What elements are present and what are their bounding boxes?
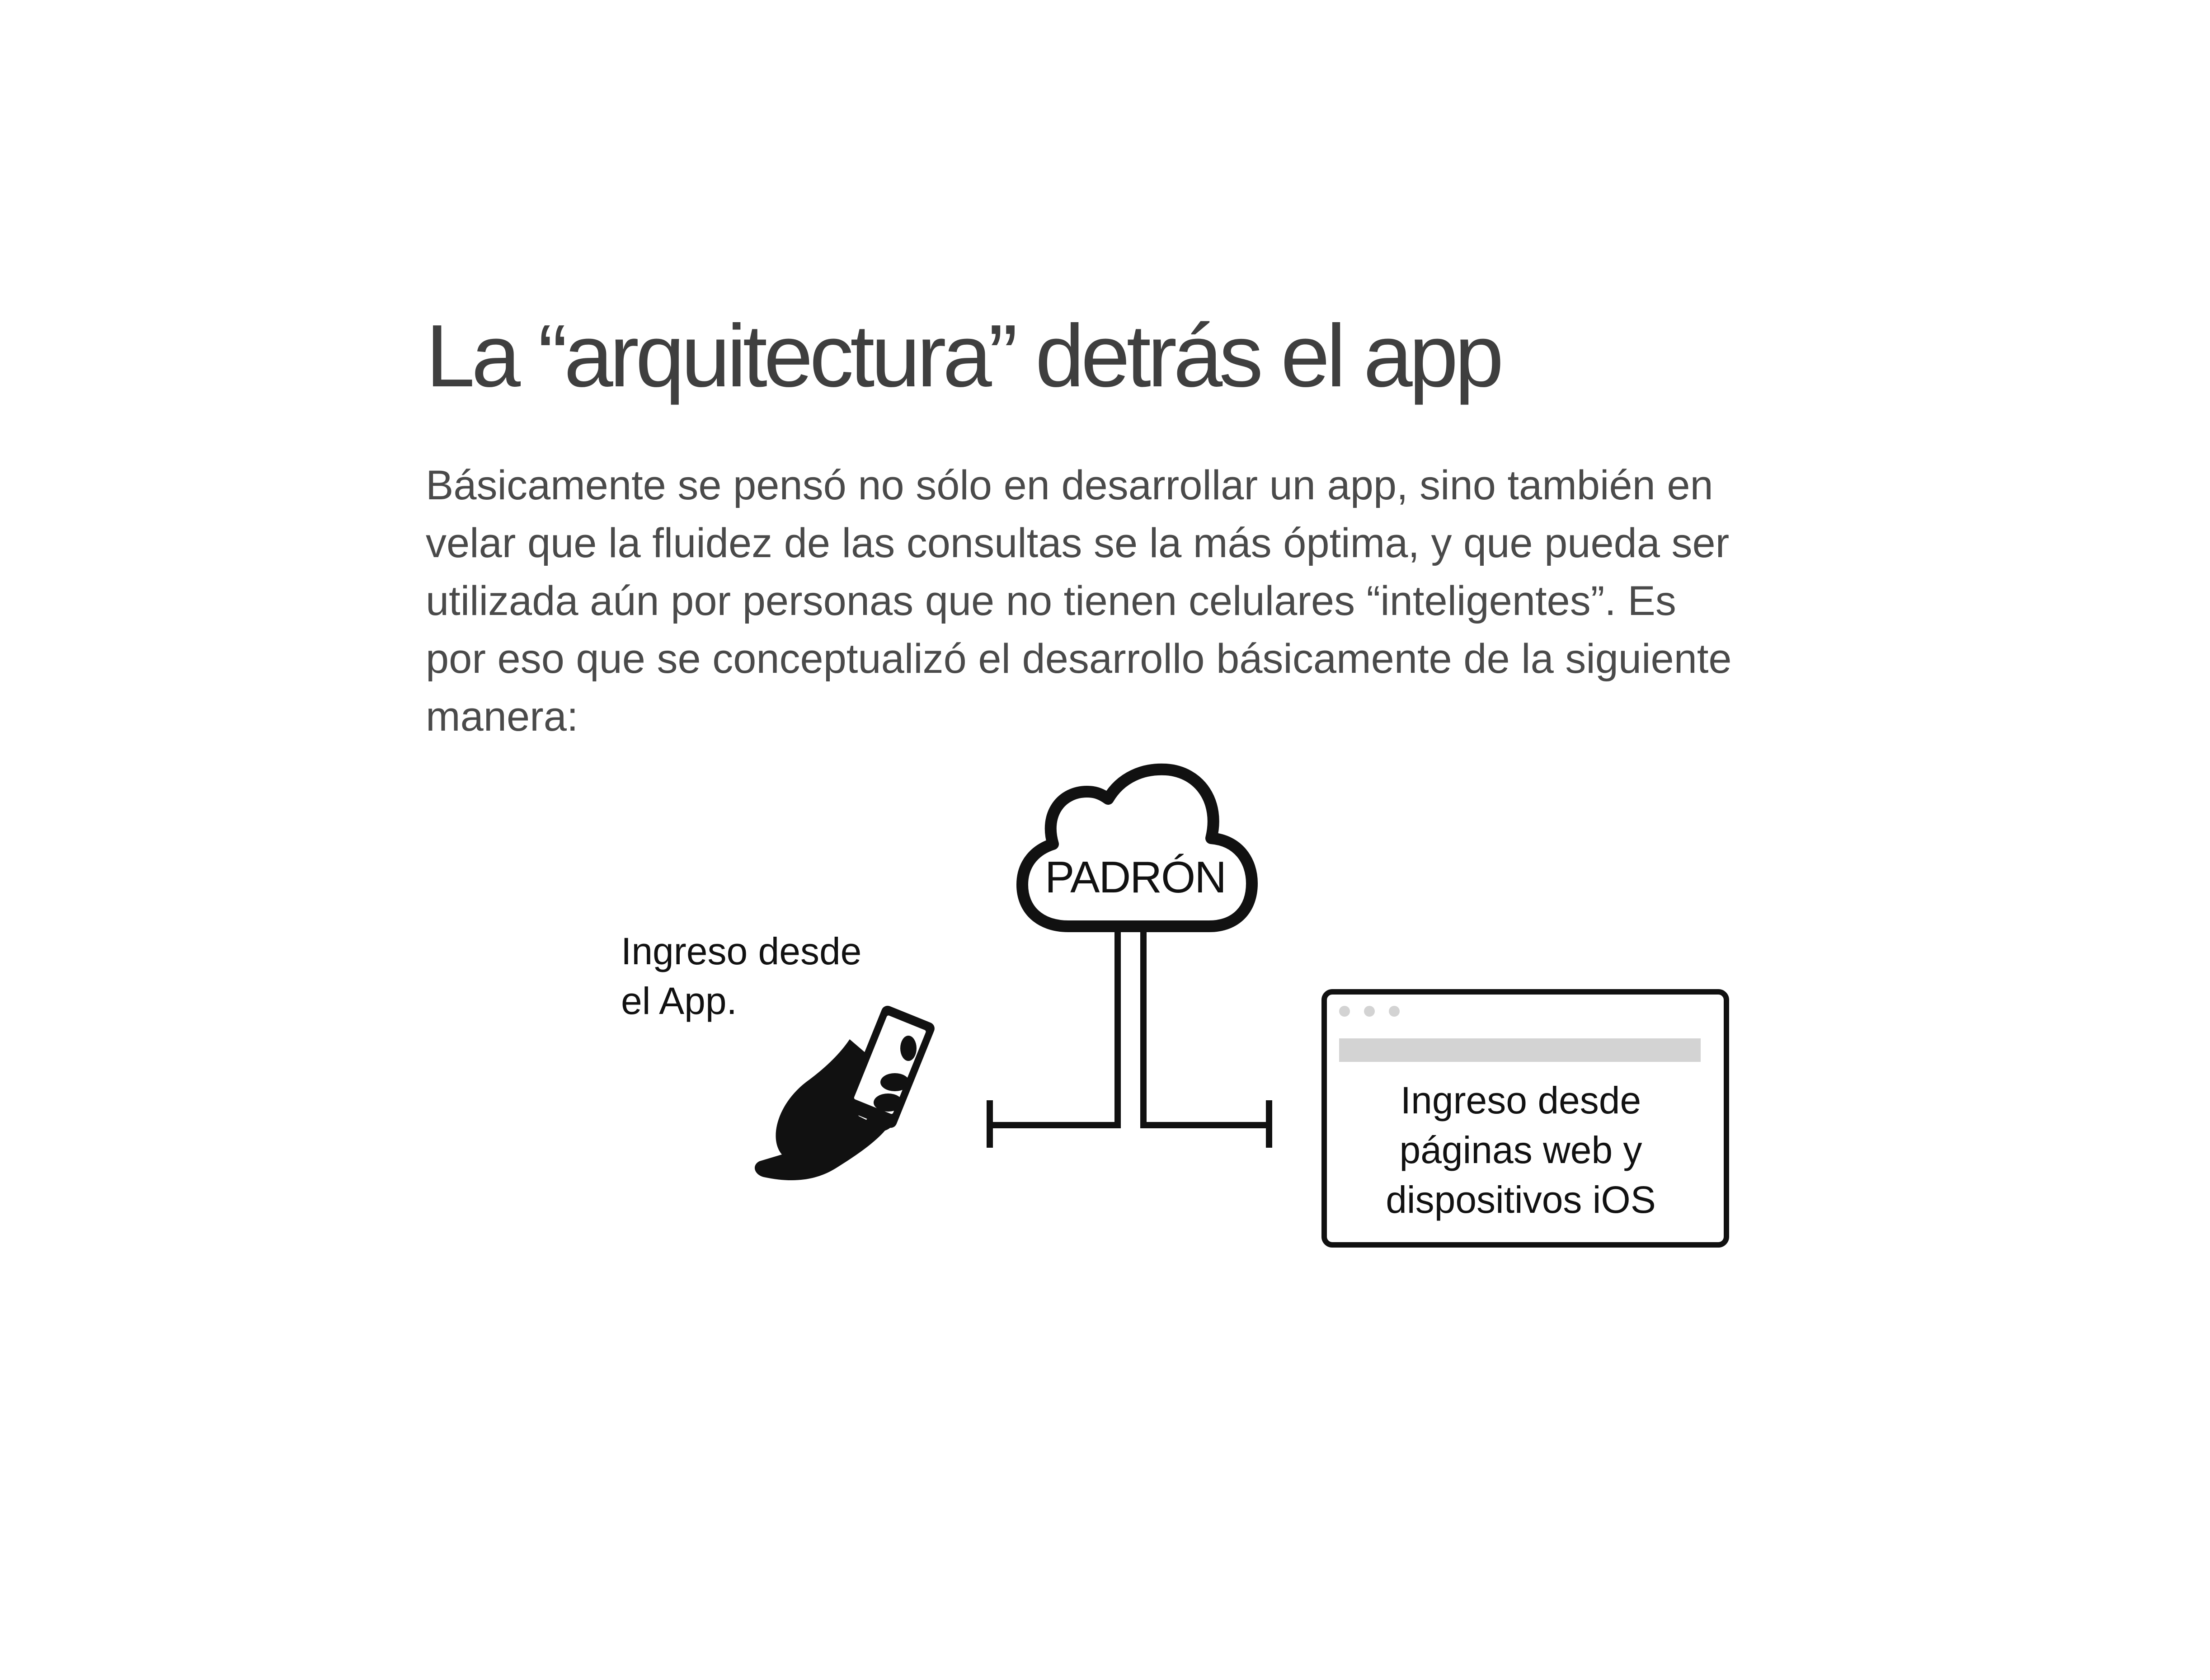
finger bbox=[880, 1073, 909, 1091]
connector-left bbox=[990, 931, 1121, 1128]
intro-line: Básicamente se pensó no sólo en desarrol… bbox=[426, 462, 1713, 508]
hand-phone-icon bbox=[754, 1005, 935, 1181]
intro-line: por eso que se conceptualizó el desarrol… bbox=[426, 636, 1732, 682]
intro-line: manera: bbox=[426, 694, 578, 740]
app-label-line: el App. bbox=[621, 980, 737, 1022]
app-access-label: Ingreso desde el App. bbox=[621, 926, 861, 1026]
connector-lines bbox=[987, 931, 1272, 1148]
browser-dot bbox=[1389, 1006, 1400, 1017]
browser-window-icon bbox=[1321, 989, 1729, 1248]
app-label-line: Ingreso desde bbox=[621, 930, 862, 972]
finger bbox=[874, 1093, 903, 1112]
intro-line: velar que la fluidez de las consultas se… bbox=[426, 520, 1730, 566]
intro-line: utilizada aún por personas que no tienen… bbox=[426, 578, 1676, 624]
cloud-icon bbox=[1016, 763, 1258, 932]
web-label-line: Ingreso desde bbox=[1400, 1079, 1641, 1122]
browser-dot bbox=[1339, 1006, 1350, 1017]
web-label-line: páginas web y bbox=[1399, 1129, 1642, 1171]
web-label-line: dispositivos iOS bbox=[1386, 1178, 1656, 1221]
web-access-label: Ingreso desde páginas web y dispositivos… bbox=[1320, 1075, 1722, 1225]
browser-address-bar bbox=[1339, 1038, 1701, 1062]
connector-right bbox=[1140, 931, 1269, 1128]
finger bbox=[865, 1114, 893, 1131]
intro-paragraph: Básicamente se pensó no sólo en desarrol… bbox=[426, 456, 1791, 746]
cloud-label: PADRÓN bbox=[1044, 852, 1227, 902]
browser-dot bbox=[1364, 1006, 1375, 1017]
thumb bbox=[900, 1036, 917, 1061]
page-title: La “arquitectura” detrás el app bbox=[426, 306, 1504, 405]
